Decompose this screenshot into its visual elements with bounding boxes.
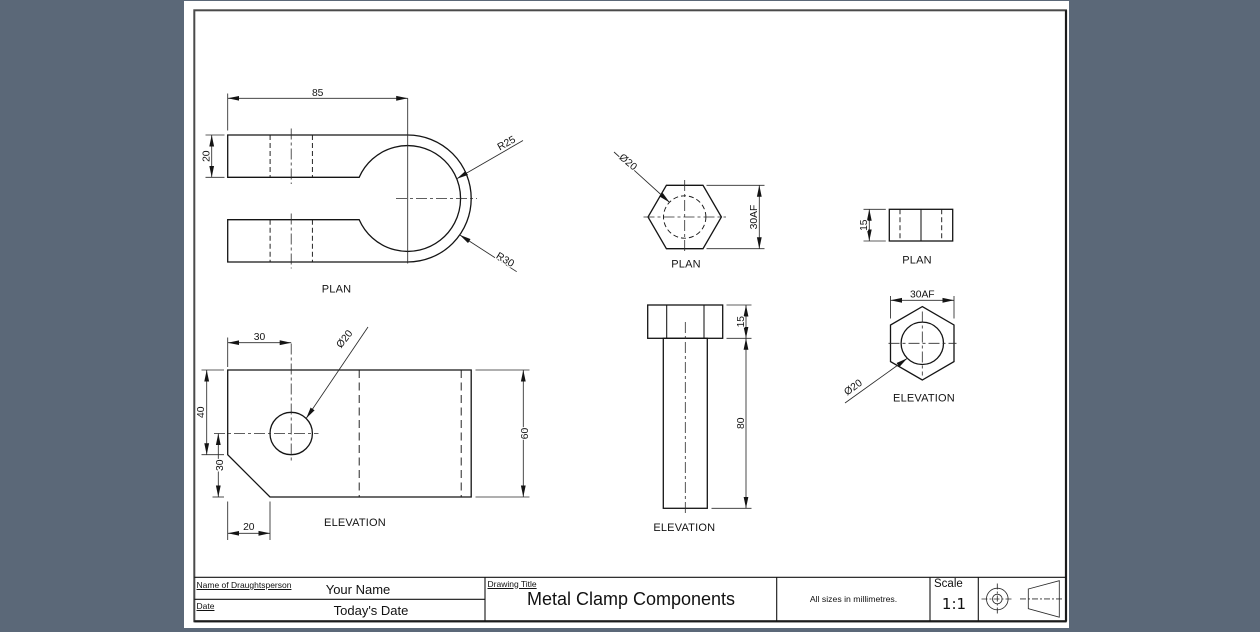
bolt-elevation-label: ELEVATION bbox=[653, 522, 715, 534]
nut-plan-label: PLAN bbox=[671, 259, 701, 271]
clamp-elevation-outline bbox=[227, 369, 472, 498]
dim-20-text: 20 bbox=[202, 150, 213, 162]
nut-side-plan-view: 15 PLAN bbox=[858, 208, 954, 267]
dim-15-thickness-text: 15 bbox=[859, 219, 870, 231]
dim-r25-leader bbox=[456, 140, 524, 180]
nut-plan-af-text: 30AF bbox=[749, 205, 760, 230]
dim-dia20-text: Ø20 bbox=[335, 328, 356, 350]
clamp-elevation-hidden-lines bbox=[358, 370, 462, 497]
bolt-head-facet-lines bbox=[666, 305, 705, 339]
bolt-elevation-view: 15 80 ELEVATION bbox=[647, 304, 752, 534]
dim-r30-text: R30 bbox=[494, 251, 516, 270]
drawing-title-label: Drawing Title bbox=[487, 578, 537, 589]
dim-60-text: 60 bbox=[520, 428, 531, 440]
clamp-elevation-centerlines bbox=[214, 343, 319, 461]
sheet-frame bbox=[193, 9, 1068, 623]
nut-elevation-label: ELEVATION bbox=[893, 393, 955, 405]
dim-20-bottom-text: 20 bbox=[243, 522, 255, 533]
name-label: Name of Draughtsperson bbox=[196, 580, 292, 590]
dim-dia20-leader bbox=[305, 326, 369, 419]
nut-elevation-centerlines bbox=[888, 311, 957, 376]
dim-20-bottom-extensions bbox=[227, 501, 271, 540]
dim-15-head-text: 15 bbox=[736, 316, 747, 328]
dim-30-top-text: 30 bbox=[254, 332, 266, 343]
nut-plan-dia20-text: Ø20 bbox=[617, 152, 639, 173]
nut-plan-dia20-leader bbox=[613, 151, 670, 203]
dim-40-text: 40 bbox=[196, 406, 207, 418]
nut-side-dim-extensions bbox=[863, 208, 886, 242]
dim-30-low-text: 30 bbox=[215, 459, 226, 471]
nut-side-hidden-lines bbox=[899, 209, 943, 241]
clamp-plan-label: PLAN bbox=[322, 284, 352, 296]
clamp-plan-view: 85 20 R25 R30 PLAN bbox=[200, 87, 524, 296]
clamp-plan-outline bbox=[227, 134, 472, 263]
dim-85-text: 85 bbox=[312, 88, 324, 99]
dim-80-text: 80 bbox=[736, 417, 747, 429]
dim-r25-text: R25 bbox=[496, 134, 518, 153]
nut-elevation-dia20-text: Ø20 bbox=[842, 378, 864, 398]
name-value: Your Name bbox=[325, 582, 391, 597]
nut-plan-centerlines bbox=[643, 180, 726, 254]
nut-elevation-dia20-leader bbox=[844, 357, 908, 404]
date-value: Today's Date bbox=[333, 603, 409, 618]
scale-label: Scale bbox=[934, 578, 963, 590]
nut-plan-view: Ø20 30AF PLAN bbox=[613, 151, 765, 271]
drawing-title-value: Metal Clamp Components bbox=[526, 589, 736, 609]
scale-value: 1:1 bbox=[941, 595, 967, 613]
nut-elevation-hexagon bbox=[889, 305, 955, 381]
nut-elevation-view: 30AF Ø20 ELEVATION bbox=[841, 288, 957, 405]
nut-side-plan-label: PLAN bbox=[902, 255, 932, 267]
units-note: All sizes in millimetres. bbox=[809, 594, 898, 604]
projection-symbol bbox=[981, 580, 1064, 618]
clamp-elevation-label: ELEVATION bbox=[324, 517, 386, 529]
dim-60-extensions bbox=[475, 369, 530, 498]
nut-plan-af-extensions bbox=[706, 184, 765, 250]
projection-circle-centerlines bbox=[981, 583, 1014, 615]
date-label: Date bbox=[196, 601, 215, 611]
nut-elevation-af-text: 30AF bbox=[910, 290, 935, 301]
dim-r30-leader bbox=[459, 234, 517, 273]
clamp-plan-centerlines bbox=[290, 128, 477, 269]
drawing-sheet bbox=[184, 1, 1069, 628]
sheet-frame-shadow bbox=[194, 10, 1068, 623]
dim-20-extensions bbox=[205, 134, 225, 178]
clamp-elevation-view: 30 Ø20 40 30 60 20 ELEVATION bbox=[195, 326, 532, 540]
projection-frustum bbox=[1027, 580, 1060, 618]
bolt-head bbox=[647, 304, 724, 339]
bolt-dim-extensions bbox=[711, 304, 752, 509]
title-block-grid bbox=[194, 576, 1066, 622]
